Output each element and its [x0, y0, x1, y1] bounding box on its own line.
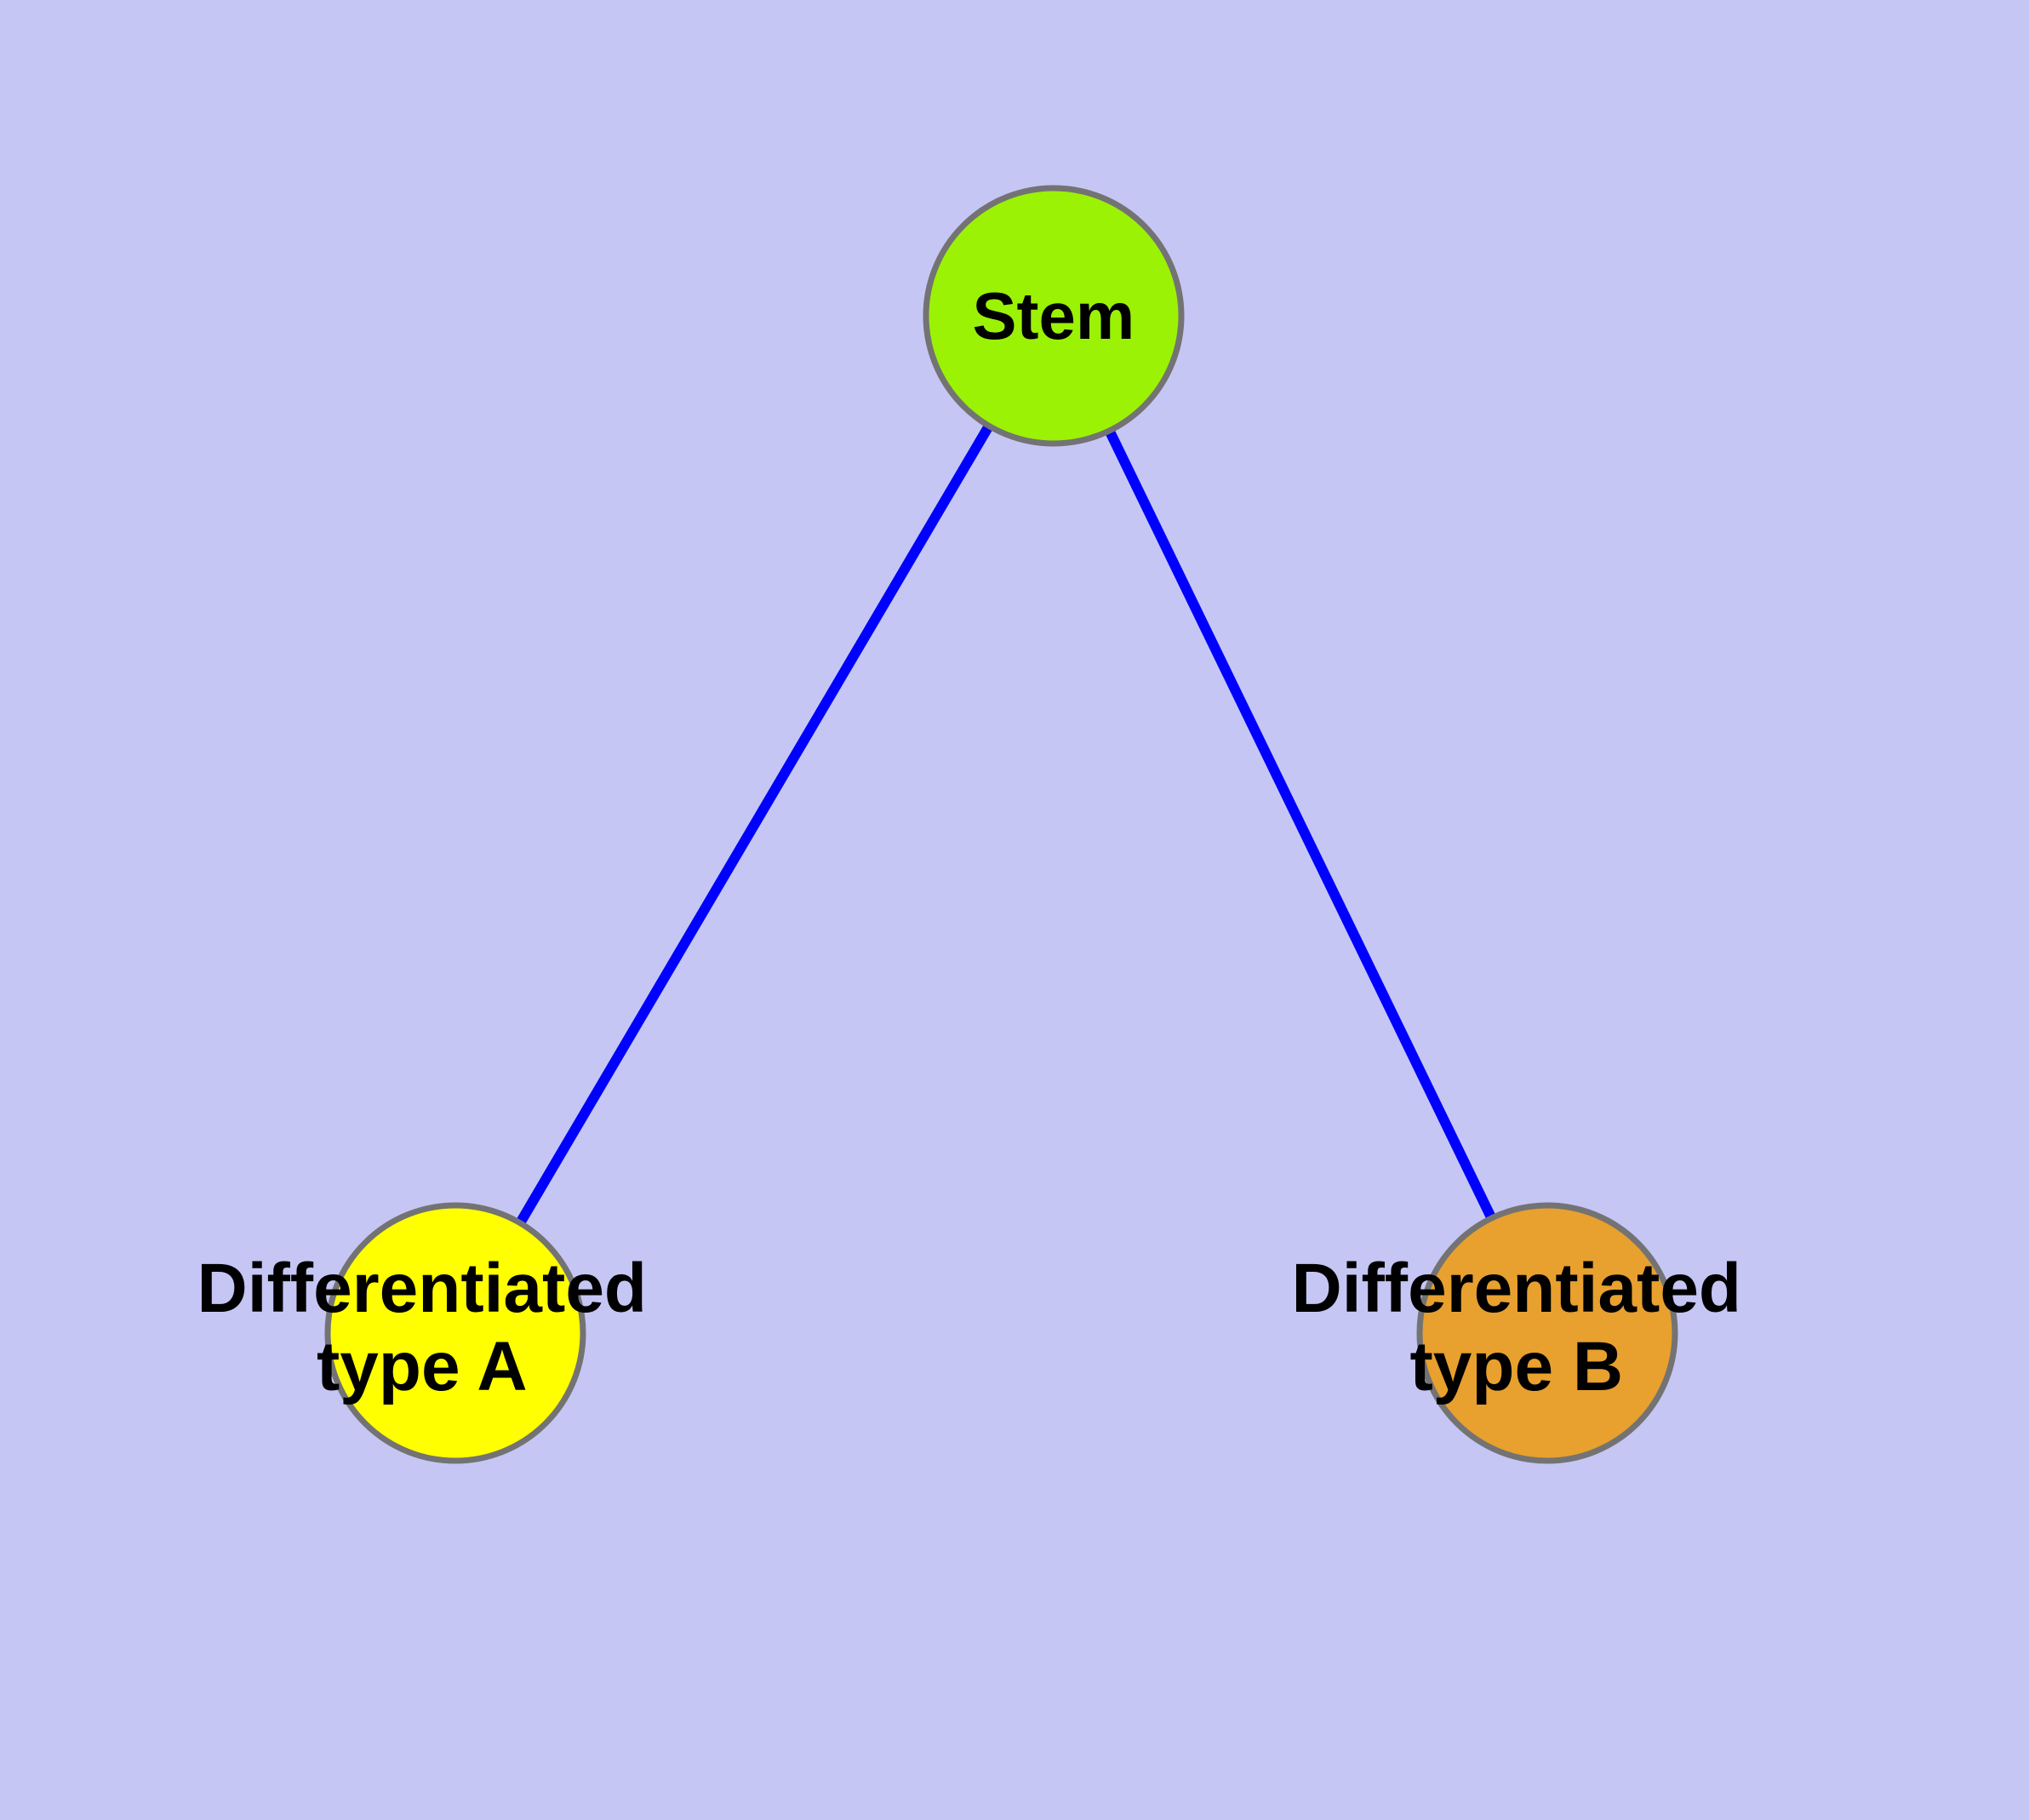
- graph-node-stem[interactable]: [923, 185, 1185, 447]
- node-layer: [324, 185, 1678, 1464]
- graph-node-diff-b[interactable]: [1416, 1202, 1678, 1464]
- graph-node-diff-a[interactable]: [324, 1202, 586, 1464]
- graph-edge: [1105, 430, 1496, 1219]
- edge-layer: [516, 424, 1496, 1225]
- graph-edge: [516, 424, 993, 1225]
